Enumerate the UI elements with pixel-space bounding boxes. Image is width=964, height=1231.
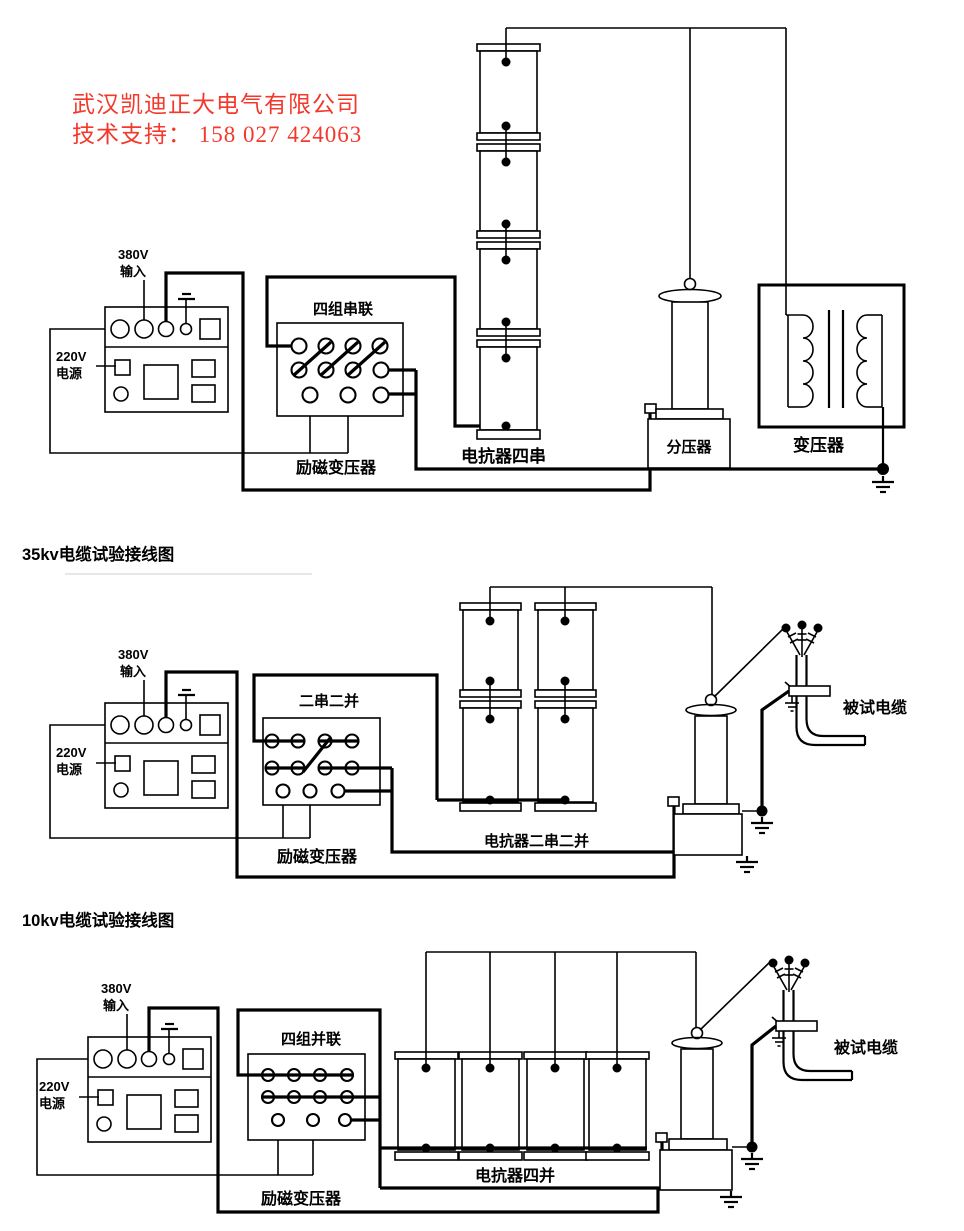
label-220v-sub-1: 电源 [56, 366, 82, 381]
test-cable-3 [767, 954, 854, 1082]
voltage-divider-1: 分压器 [647, 277, 731, 469]
title-35kv: 35kv电缆试验接线图 [22, 544, 174, 564]
title-10kv: 10kv电缆试验接线图 [22, 910, 174, 930]
label-220v-3: 220V [39, 1079, 70, 1094]
test-cable-2 [780, 619, 867, 747]
reactor-bank-2x2 [459, 587, 597, 812]
label-220v-1: 220V [56, 349, 87, 364]
label-380v-3: 380V [101, 981, 132, 996]
voltage-divider-2 [673, 693, 743, 856]
support-phone: 技术支持： 158 027 424063 [72, 122, 362, 147]
ground-2b [749, 815, 775, 835]
label-220v-sub-3: 电源 [39, 1096, 65, 1111]
config-label-1: 四组串联 [313, 300, 374, 318]
excitation-label-3: 励磁变压器 [261, 1189, 342, 1208]
config-label-2: 二串二并 [299, 692, 359, 710]
cable-label-3: 被试电缆 [834, 1038, 898, 1057]
reactor-label-2: 电抗器二串二并 [484, 832, 589, 850]
reactor-label-3: 电抗器四并 [475, 1166, 555, 1185]
config-label-3: 四组并联 [281, 1030, 342, 1048]
excitation-transformer-box-3 [247, 1053, 366, 1141]
reactor-bank-4parallel [394, 952, 650, 1161]
ground-3a [718, 1189, 744, 1209]
label-380v-sub-3: 输入 [103, 998, 129, 1013]
label-380v-sub-1: 输入 [120, 264, 146, 279]
diagram1-66kv-test-circuit: 380V 输入 220V 电源 [49, 27, 906, 494]
label-380v-1: 380V [118, 247, 149, 262]
reactor-stack-4series [476, 28, 541, 440]
label-220v-sub-2: 电源 [56, 762, 82, 777]
divider-label: 分压器 [666, 439, 712, 456]
transformer-label: 变压器 [793, 435, 845, 455]
cable-label-2: 被试电缆 [843, 698, 907, 717]
excitation-label-2: 励磁变压器 [277, 847, 358, 866]
excitation-transformer-box-1 [276, 322, 404, 417]
label-380v-sub-2: 输入 [120, 664, 146, 679]
hv-transformer [757, 28, 906, 469]
ground-1 [870, 474, 896, 494]
ground-2a [734, 854, 760, 874]
vendor-header: 武汉凯迪正大电气有限公司 技术支持： 158 027 424063 [72, 92, 362, 147]
ground-3b [739, 1151, 765, 1171]
diagram2-35kv-test-circuit: 380V 输入 220V 电源 [49, 586, 907, 879]
excitation-label-1: 励磁变压器 [296, 458, 377, 477]
company-name: 武汉凯迪正大电气有限公司 [72, 92, 360, 117]
voltage-divider-3 [659, 1026, 733, 1191]
label-380v-2: 380V [118, 647, 149, 662]
diagram3-10kv-test-circuit: 380V 输入 220V 电源 四组并联 励磁变压器 [36, 951, 898, 1214]
reactor-label-1: 电抗器四串 [461, 446, 546, 466]
label-220v-2: 220V [56, 745, 87, 760]
